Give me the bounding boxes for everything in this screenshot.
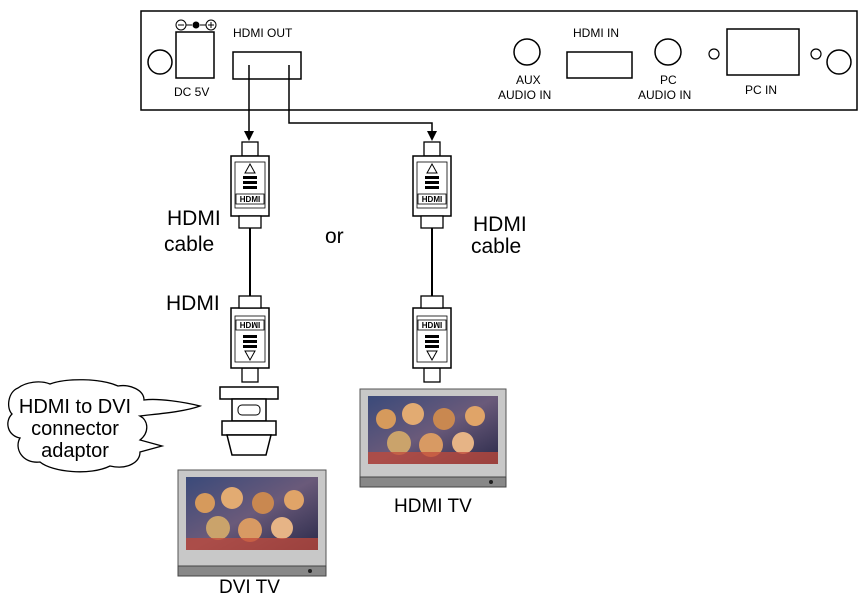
tv-screen-kids-right [368,403,498,464]
aux-audio-label-1: AUX [516,73,541,87]
dvi-adaptor [219,386,279,456]
tv-screen-kids-left [186,487,318,550]
mount-hole-right [826,49,852,75]
polarity-icon [175,19,217,31]
pc-audio-label-1: PC [660,73,677,87]
aux-audio-label-2: AUDIO IN [498,88,552,102]
pc-in-port [726,28,800,76]
callout-text-1: HDMI to DVI [18,396,132,418]
dc-power-jack [175,31,215,79]
hdmi-out-port [232,51,302,80]
dvi-tv [177,469,327,577]
adaptor-callout [7,379,203,473]
cable-label-right-1: HDMI [473,213,527,236]
aux-audio-jack [513,38,541,66]
pc-audio-jack [654,38,682,66]
mount-hole-left [147,49,173,75]
cable-label-left-1: HDMI [167,207,221,230]
hdmi-out-label: HDMI OUT [233,26,293,40]
device-back-panel [140,10,858,111]
callout-text-2: connector [31,418,119,440]
hdmi-tv-label: HDMI TV [394,496,472,517]
dc-label: DC 5V [174,85,210,99]
hdmi-cable-right [412,141,452,383]
cable-label-right-2: cable [471,235,522,258]
hdmi-cable-left [230,141,270,383]
or-label: or [325,225,344,248]
pc-in-label: PC IN [745,83,778,97]
pc-audio-label-2: AUDIO IN [638,88,692,102]
signal-arrows [244,65,437,141]
dvi-tv-label: DVI TV [219,577,280,598]
hdmi-tv [359,388,507,488]
hdmi-label-left: HDMI [166,292,220,315]
cable-label-left-2: cable [164,233,215,256]
hdmi-in-port [566,51,633,79]
hdmi-in-label: HDMI IN [573,26,619,40]
callout-text-3: adaptor [41,440,109,462]
